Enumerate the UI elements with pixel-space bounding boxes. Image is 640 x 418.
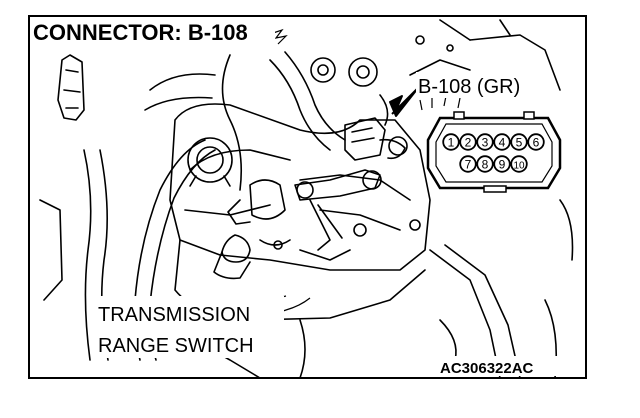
connector-pin-number: 1	[448, 136, 455, 150]
connector-pin-number: 6	[533, 136, 540, 150]
connector-pin	[493, 133, 511, 151]
connector-pin-number: 7	[465, 158, 472, 172]
connector-pin	[493, 155, 511, 173]
callout-backdrop	[416, 72, 546, 98]
engine-bay-illustration	[39, 19, 574, 379]
title-backdrop	[31, 18, 275, 44]
connector-pin	[510, 133, 528, 151]
connector-pin	[459, 133, 477, 151]
component-label-line2: RANGE SWITCH	[98, 335, 254, 357]
connector-pin	[476, 133, 494, 151]
figure-code: AC306322AC	[440, 360, 534, 377]
connector-title: CONNECTOR: B-108	[33, 20, 248, 45]
callout-arrow	[389, 87, 419, 117]
connector-pin	[527, 133, 545, 151]
figure-code-backdrop	[437, 356, 583, 376]
connector-pin-number: 2	[465, 136, 472, 150]
component-label-line1: TRANSMISSION	[98, 304, 250, 326]
connector-pin	[459, 155, 477, 173]
connector-pin	[476, 155, 494, 173]
connector-pin-number: 3	[482, 136, 489, 150]
connector-pin-number: 4	[499, 136, 506, 150]
connector-pin	[442, 133, 460, 151]
connector-pin	[510, 155, 528, 173]
connector-pin-number: 8	[482, 158, 489, 172]
connector-pin-number: 9	[499, 158, 506, 172]
component-label-backdrop	[94, 296, 284, 358]
connector-pin-number: 10	[513, 161, 525, 172]
connector-callout-label: B-108 (GR)	[418, 76, 520, 98]
connector-pin-number: 5	[516, 136, 523, 150]
